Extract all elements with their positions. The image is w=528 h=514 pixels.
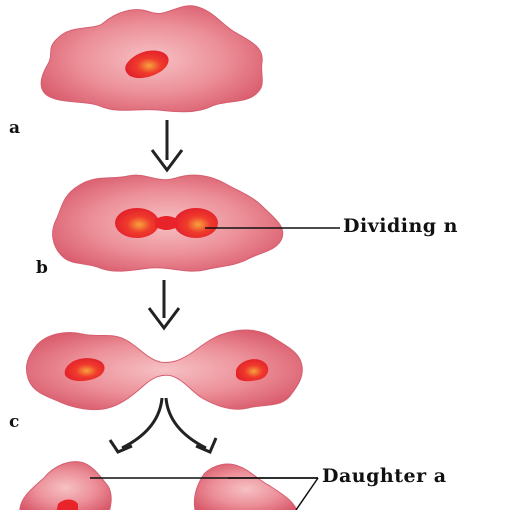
- nucleus-c-left: [64, 358, 105, 381]
- amoeba-stage-c: [25, 329, 303, 411]
- amoeba-cell-c: [25, 329, 303, 411]
- nucleus-a: [125, 50, 169, 79]
- amoeba-stage-a: [40, 5, 263, 113]
- daughter-cell-right: [193, 463, 299, 514]
- callout-dividing-nucleus: Dividing n: [343, 215, 458, 237]
- stage-label-a: a: [9, 118, 21, 138]
- stage-label-b: b: [36, 258, 48, 278]
- daughter-cell-left: [19, 461, 112, 514]
- amoeba-stage-b: [52, 174, 284, 272]
- arrow-a-to-b: [150, 120, 184, 173]
- arrow-b-to-c: [147, 280, 181, 331]
- daughter-cells: [19, 461, 299, 514]
- pointer-daughter: [90, 477, 319, 511]
- callout-daughter-amoebae: Daughter a: [322, 465, 447, 487]
- nucleus-b-left: [115, 208, 159, 238]
- nucleus-b-bridge: [155, 216, 178, 230]
- arrows-c-to-daughters: [108, 397, 218, 454]
- nucleus-b-right: [174, 208, 218, 238]
- stage-label-c: c: [9, 412, 20, 432]
- nucleus-c-right: [236, 359, 269, 382]
